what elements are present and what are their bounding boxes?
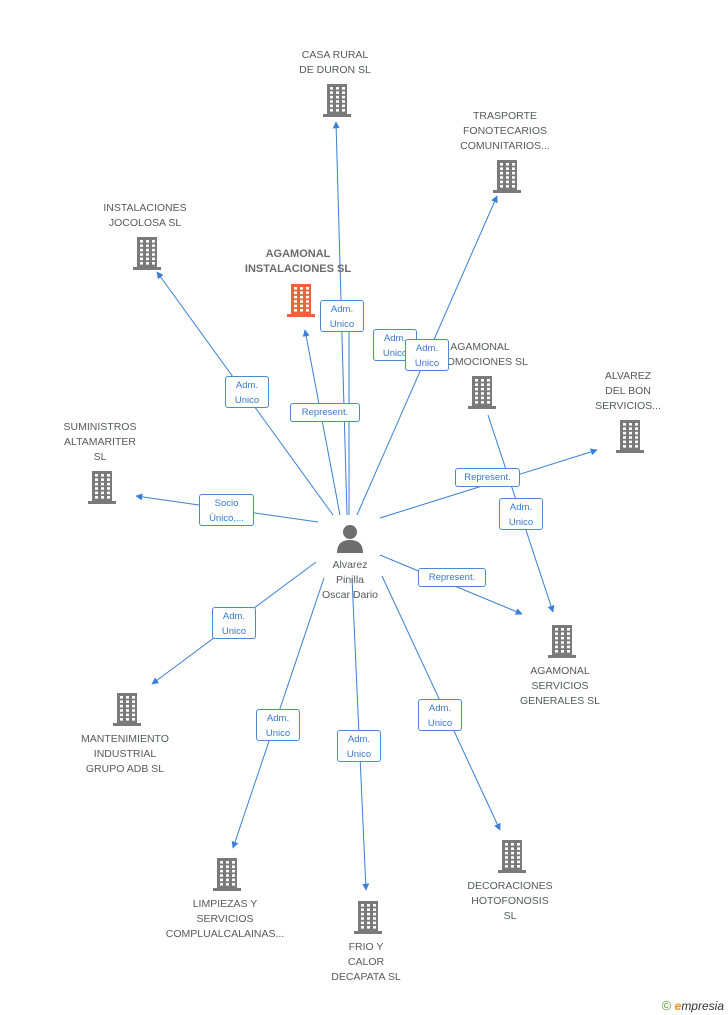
building-icon[interactable] — [131, 236, 163, 270]
company-label-agamonal-instalaciones[interactable]: AGAMONAL INSTALACIONES SL — [244, 248, 352, 275]
relation-label[interactable]: Adm. Unico — [212, 607, 256, 639]
person-icon[interactable] — [334, 522, 366, 554]
person-name[interactable]: Alvarez Pinilla Oscar Dario — [321, 559, 378, 601]
company-label-agamonal-servicios[interactable]: AGAMONAL SERVICIOS GENERALES SL — [520, 665, 600, 707]
relation-label[interactable]: Adm. Unico — [405, 339, 449, 371]
company-label-limpiezas[interactable]: LIMPIEZAS Y SERVICIOS COMPLUALCALAINAS..… — [165, 898, 285, 940]
company-label-suministros[interactable]: SUMINISTROS ALTAMARITER SL — [63, 421, 137, 463]
building-icon[interactable] — [111, 692, 143, 726]
relation-label[interactable]: Adm. Unico — [499, 498, 543, 530]
brand-name: mpresia — [681, 999, 724, 1013]
company-label-alvarez-del-bon[interactable]: ALVAREZ DEL BON SERVICIOS... — [595, 370, 661, 412]
relation-label[interactable]: Adm. Unico — [256, 709, 300, 741]
relation-label[interactable]: Represent. — [455, 468, 520, 487]
relation-label[interactable]: Adm. Unico — [320, 300, 364, 332]
relation-label[interactable]: Adm. Unico — [337, 730, 381, 762]
company-label-decoraciones[interactable]: DECORACIONES HOTOFONOSIS SL — [467, 880, 553, 922]
building-icon[interactable] — [285, 283, 317, 317]
building-icon[interactable] — [211, 857, 243, 891]
footer-brand[interactable]: © empresia — [662, 998, 724, 1013]
building-icon[interactable] — [321, 83, 353, 117]
building-icon[interactable] — [352, 900, 384, 934]
building-icon[interactable] — [614, 419, 646, 453]
company-label-frio[interactable]: FRIO Y CALOR DECAPATA SL — [331, 941, 401, 983]
relation-label[interactable]: Adm. Unico — [225, 376, 269, 408]
building-icon[interactable] — [491, 159, 523, 193]
relation-label[interactable]: Represent. — [290, 403, 360, 422]
building-icon[interactable] — [86, 470, 118, 504]
company-label-trasporte[interactable]: TRASPORTE FONOTECARIOS COMUNITARIOS... — [460, 110, 550, 152]
building-icon[interactable] — [466, 375, 498, 409]
building-icon[interactable] — [546, 624, 578, 658]
company-label-mantenimiento[interactable]: MANTENIMIENTO INDUSTRIAL GRUPO ADB SL — [81, 733, 169, 775]
edge-r_agamonal_inst_rep — [302, 329, 341, 516]
relation-label[interactable]: Adm. Unico — [418, 699, 462, 731]
relation-label[interactable]: Represent. — [418, 568, 486, 587]
company-label-agamonal-promociones[interactable]: AGAMONAL PROMOCIONES SL — [432, 341, 528, 368]
brand-e: e — [674, 999, 682, 1013]
building-icon[interactable] — [496, 839, 528, 873]
company-label-casa-rural[interactable]: CASA RURAL DE DURON SL — [299, 49, 371, 76]
copyright-symbol: © — [661, 998, 672, 1013]
company-label-instalaciones-jocolosa[interactable]: INSTALACIONES JOCOLOSA SL — [103, 202, 187, 229]
relation-label[interactable]: Socio Único,... — [199, 494, 254, 526]
